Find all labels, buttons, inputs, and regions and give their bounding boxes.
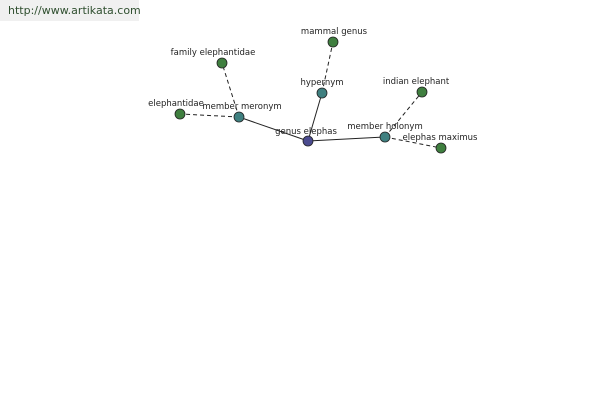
edge-center-hypernym	[307, 92, 323, 142]
node-indian-elephant[interactable]	[416, 86, 428, 98]
node-member-meronym[interactable]	[233, 111, 245, 123]
label-family-elephantidae: family elephantidae	[171, 48, 256, 58]
label-indian-elephant: indian elephant	[383, 77, 450, 87]
label-member-holonym: member holonym	[347, 122, 422, 132]
node-family-elephantidae[interactable]	[216, 57, 228, 69]
node-hypernym[interactable]	[316, 87, 328, 99]
label-hypernym: hypernym	[300, 78, 343, 88]
edge-member-meronym-elephantidae	[179, 113, 240, 118]
site-url-link[interactable]: http://www.artikata.com	[8, 4, 141, 17]
label-elephantidae: elephantidae	[148, 99, 204, 109]
node-mammal-genus[interactable]	[327, 36, 339, 48]
node-genus-elephas[interactable]	[302, 135, 314, 147]
label-genus-elephas: genus elephas	[275, 127, 337, 137]
label-mammal-genus: mammal genus	[301, 27, 368, 37]
url-banner: http://www.artikata.com	[0, 0, 141, 21]
labels: genus elephas member meronym hypernym me…	[148, 27, 478, 143]
label-member-meronym: member meronym	[202, 102, 281, 112]
edge-member-holonym-indian-elephant	[384, 91, 423, 138]
node-elephas-maximus[interactable]	[435, 142, 447, 154]
node-member-holonym[interactable]	[379, 131, 391, 143]
edge-member-meronym-family-elephantidae	[221, 62, 240, 118]
edge-center-member-meronym	[238, 116, 309, 142]
edge-center-member-holonym	[307, 136, 386, 142]
nodes	[174, 36, 447, 154]
label-elephas-maximus: elephas maximus	[403, 133, 478, 143]
edge-hypernym-mammal-genus	[321, 41, 334, 94]
edges	[179, 41, 442, 149]
node-elephantidae[interactable]	[174, 108, 186, 120]
edge-member-holonym-elephas-maximus	[384, 136, 442, 149]
